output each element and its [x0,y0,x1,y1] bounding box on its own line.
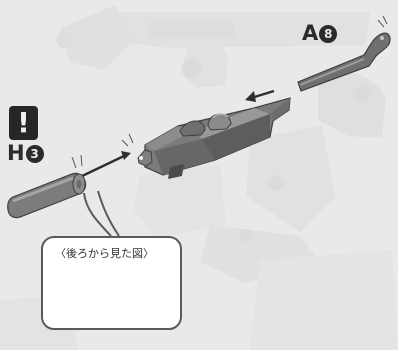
part-h-cylinder [7,154,87,219]
part-h-letter: H [7,141,25,165]
part-a-number: 8 [319,25,338,43]
main-part-body [121,97,291,179]
part-a-letter: A [302,21,319,45]
assembly-arrows [79,89,275,179]
arrow-from-part-a-head [245,91,256,102]
arrow-from-part-h-head [121,151,131,160]
warning-icon: ! [9,106,38,140]
rear-view-caption: 〈後ろから見た図〉 [55,247,154,260]
callout-leader [83,190,120,237]
part-h-number: 3 [25,145,44,163]
arrow-from-part-h [79,154,125,179]
rear-view-callout: 〈後ろから見た図〉 [41,236,182,330]
part-a-rod [297,15,391,92]
